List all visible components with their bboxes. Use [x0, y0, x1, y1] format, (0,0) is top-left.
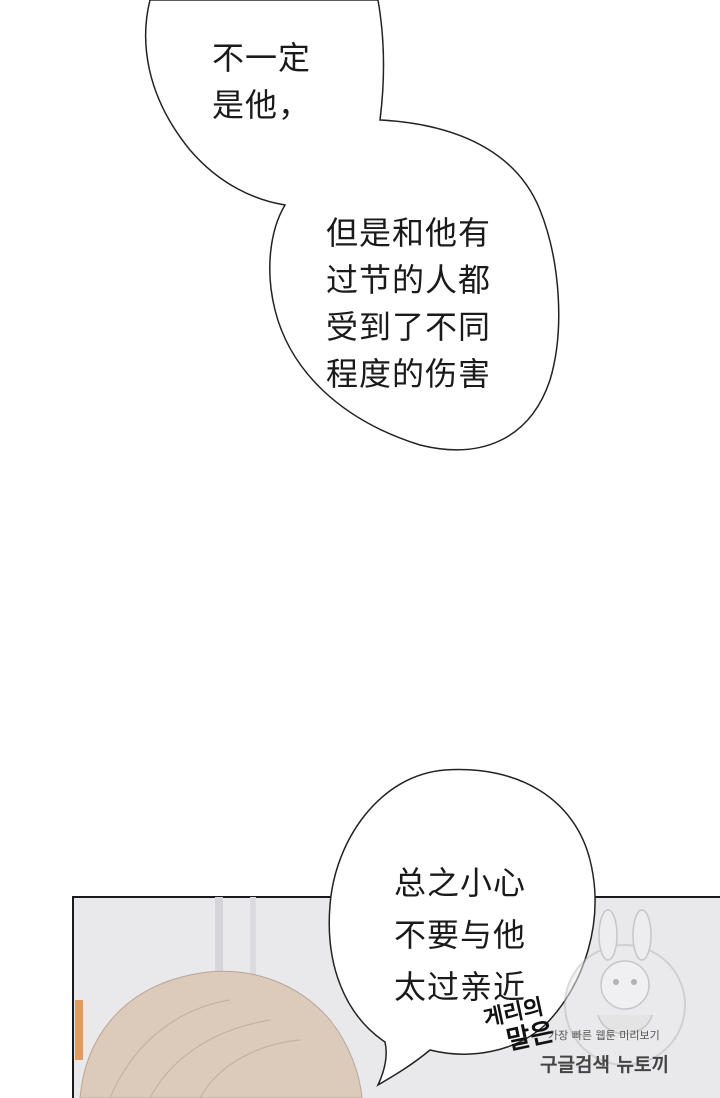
bubble-2-line: 但是和他有: [326, 214, 492, 252]
watermark-brand: 구글검색 뉴토끼: [540, 1054, 669, 1076]
bubble-2-text: 但是和他有 过节的人都 受到了不同 程度的伤害: [326, 210, 491, 398]
bubble-1-line: 是他，: [212, 86, 312, 124]
bubble-2-line: 受到了不同: [326, 308, 492, 346]
watermark-tagline: 가장 빠른 웹툰 미리보기: [548, 1029, 660, 1042]
bubble-1-text: 不一定 是他，: [212, 35, 311, 129]
bubble-1-line: 不一定: [212, 39, 312, 77]
speech-bubble-bottom: [328, 768, 596, 1087]
bubble-2-line: 过节的人都: [326, 261, 492, 299]
bubble-3-line: 不要与他: [394, 916, 527, 954]
watermark-logo: [564, 909, 686, 1066]
bubble-3-text: 总之小心 不要与他 太过亲近: [394, 857, 526, 1013]
speech-bubble-top: [145, 0, 560, 451]
bubble-2-line: 程度的伤害: [326, 355, 492, 393]
bubble-3-line: 太过亲近: [394, 968, 527, 1006]
bubble-3-line: 总之小心: [394, 864, 527, 902]
